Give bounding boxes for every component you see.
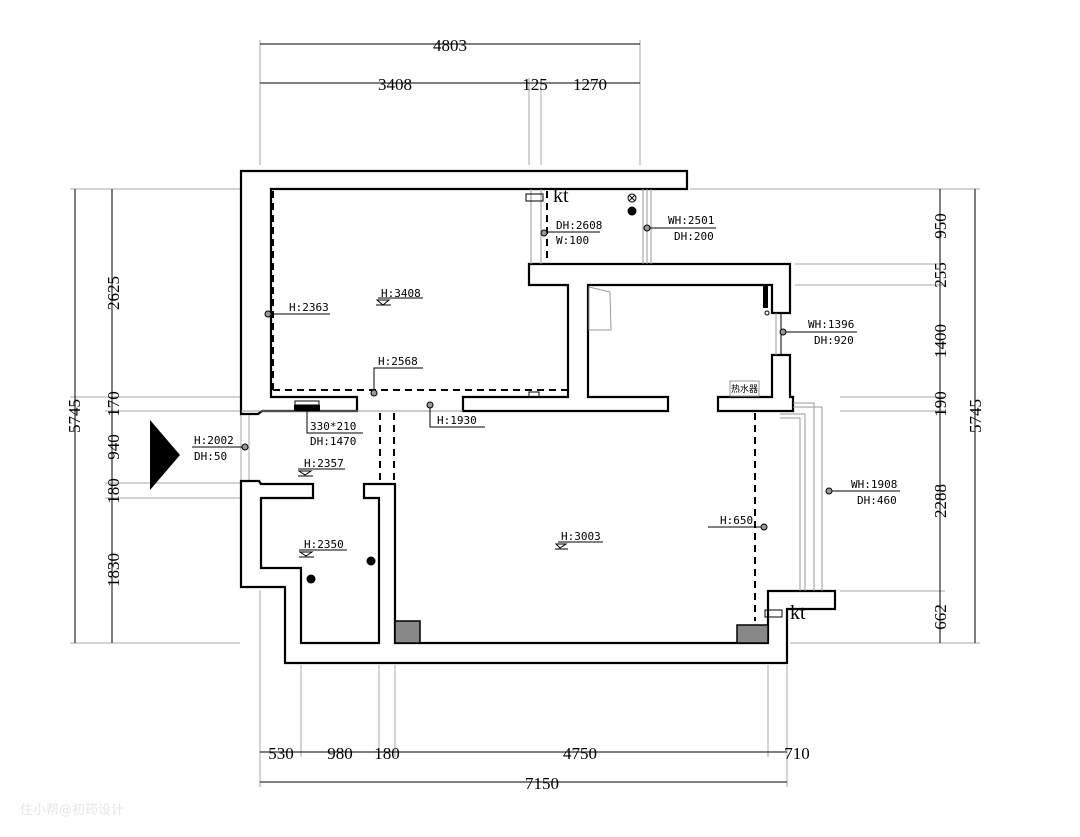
label-330x210: 330*210 bbox=[310, 420, 356, 433]
dim-top-total: 4803 bbox=[433, 36, 467, 55]
drain-icon bbox=[627, 206, 637, 216]
dim-top-3: 1270 bbox=[573, 75, 607, 94]
wall-right-upper bbox=[716, 353, 795, 413]
label-dh920: DH:920 bbox=[814, 334, 854, 347]
column-right bbox=[736, 624, 769, 644]
dim-right-3: 1400 bbox=[931, 324, 950, 358]
wall-bottom bbox=[239, 479, 837, 665]
level-marker-icon bbox=[375, 299, 391, 306]
label-h3003: H:3003 bbox=[561, 530, 601, 543]
label-dh1470: DH:1470 bbox=[310, 435, 356, 448]
windows bbox=[241, 189, 823, 591]
label-h2002: H:2002 bbox=[194, 434, 234, 447]
water-heater-box bbox=[729, 380, 760, 397]
dim-right-1: 950 bbox=[931, 213, 950, 239]
fixtures: 热水器 bbox=[150, 193, 783, 644]
dim-right-total: 5745 bbox=[966, 399, 985, 433]
dimension-texts: 4803 3408 125 1270 5745 2625 170 940 180… bbox=[65, 36, 985, 793]
label-dh460: DH:460 bbox=[857, 494, 897, 507]
label-wh1396: WH:1396 bbox=[808, 318, 854, 331]
label-h1930: H:1930 bbox=[437, 414, 477, 427]
dim-right-2: 255 bbox=[931, 262, 950, 288]
dim-left-1: 2625 bbox=[104, 276, 123, 310]
light-icon bbox=[627, 193, 637, 203]
label-h650: H:650 bbox=[720, 514, 753, 527]
dim-right-6: 662 bbox=[931, 604, 950, 630]
dim-left-5: 1830 bbox=[104, 553, 123, 587]
ac-label-bottom: kt bbox=[790, 602, 806, 624]
ac-label-top: kt bbox=[553, 185, 569, 207]
column-left bbox=[394, 620, 421, 644]
label-dh50: DH:50 bbox=[194, 450, 227, 463]
dim-bottom-total: 7150 bbox=[525, 774, 559, 793]
dim-right-4: 190 bbox=[931, 391, 950, 417]
water-heater-label: 热水器 bbox=[731, 383, 758, 395]
drain-icon bbox=[366, 556, 376, 566]
dim-left-2: 170 bbox=[104, 391, 123, 417]
dim-top-1: 3408 bbox=[378, 75, 412, 94]
ac-unit-bottom bbox=[764, 609, 783, 618]
label-h2363: H:2363 bbox=[289, 301, 329, 314]
dim-left-total: 5745 bbox=[65, 399, 84, 433]
label-wh1908: WH:1908 bbox=[851, 478, 897, 491]
wall-top-left bbox=[239, 169, 689, 416]
label-h3408: H:3408 bbox=[381, 287, 421, 300]
drain-icon bbox=[306, 574, 316, 584]
vent-icon bbox=[294, 405, 320, 411]
wall-middle bbox=[461, 262, 792, 413]
dim-left-4: 180 bbox=[104, 478, 123, 504]
extension-lines bbox=[70, 40, 980, 787]
label-h2357: H:2357 bbox=[304, 457, 344, 470]
door-swing bbox=[588, 286, 612, 331]
walls bbox=[239, 169, 837, 665]
label-w100: W:100 bbox=[556, 234, 589, 247]
dim-bottom-3: 180 bbox=[374, 744, 400, 763]
dim-bottom-1: 530 bbox=[268, 744, 294, 763]
dim-right-5: 2288 bbox=[931, 484, 950, 518]
ac-unit-top bbox=[525, 193, 544, 202]
label-h2568: H:2568 bbox=[378, 355, 418, 368]
dim-bottom-2: 980 bbox=[327, 744, 353, 763]
annotations: kt kt DH:2608 W:100 WH:2501 DH:200 H:340… bbox=[192, 185, 900, 624]
label-h2350: H:2350 bbox=[304, 538, 344, 551]
dimension-lines bbox=[74, 43, 976, 783]
entrance-arrow-icon bbox=[150, 420, 180, 490]
label-dh2608: DH:2608 bbox=[556, 219, 602, 232]
pipe-icon bbox=[763, 286, 768, 308]
watermark: 住小帮@初筠设计 bbox=[20, 802, 124, 818]
ceiling-lines bbox=[272, 191, 756, 621]
label-wh2501: WH:2501 bbox=[668, 214, 714, 227]
dim-bottom-4: 4750 bbox=[563, 744, 597, 763]
dim-bottom-5: 710 bbox=[784, 744, 810, 763]
dim-left-3: 940 bbox=[104, 434, 123, 460]
label-dh200: DH:200 bbox=[674, 230, 714, 243]
dim-top-2: 125 bbox=[522, 75, 548, 94]
